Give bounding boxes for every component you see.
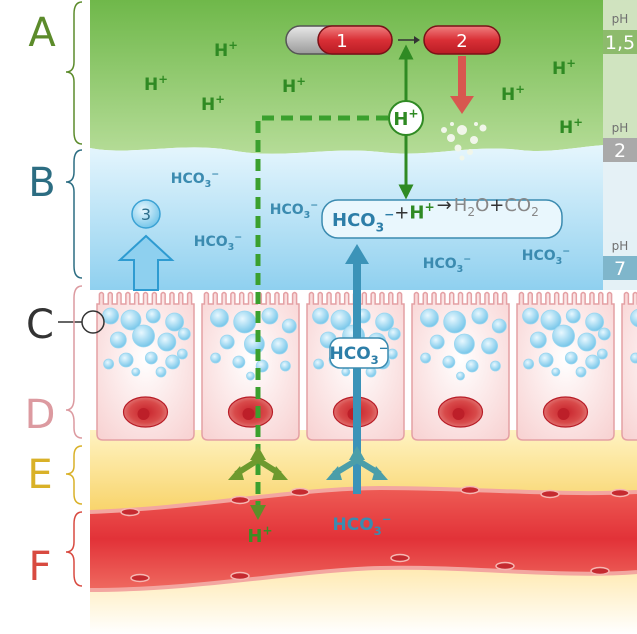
ph-label-2: pH bbox=[612, 121, 629, 135]
intracellular-hco3-label: HCO3− bbox=[330, 341, 389, 367]
epithelial-cell bbox=[201, 291, 300, 441]
epithelial-cell bbox=[96, 291, 195, 441]
ph-value-2: 2 bbox=[614, 140, 626, 162]
brace-e bbox=[65, 445, 83, 505]
hco3-ion: HCO3− bbox=[171, 169, 220, 190]
ph-scale: pH 1,5 pH 2 pH 7 bbox=[603, 0, 637, 290]
hco3-ion: HCO3− bbox=[194, 232, 243, 253]
layer-label-d: D bbox=[25, 392, 56, 438]
epithelial-cell bbox=[621, 291, 637, 441]
layer-label-b: B bbox=[28, 160, 55, 206]
reaction-plus-2: + bbox=[489, 195, 504, 216]
lumen-protons: H+ H+ H+ H+ H+ H+ H+ bbox=[144, 38, 583, 138]
bubble-3 bbox=[131, 199, 161, 229]
brace-f bbox=[65, 511, 83, 587]
hco3-ion: HCO3− bbox=[423, 254, 472, 275]
h-plus-ion: H+ bbox=[201, 92, 225, 115]
brace-b bbox=[65, 149, 83, 279]
proton-basolateral-arrows: H+ bbox=[228, 446, 288, 547]
h-plus-ion: H+ bbox=[552, 56, 576, 79]
ph-value-3: 7 bbox=[614, 258, 626, 280]
ph-value-1: 1,5 bbox=[605, 32, 635, 54]
reaction-h2o: H2O bbox=[454, 195, 489, 219]
reaction-co2: CO2 bbox=[504, 195, 539, 219]
layer-label-c: C bbox=[26, 302, 54, 348]
layer-label-a: A bbox=[28, 10, 56, 56]
reaction-arrow: → bbox=[437, 195, 452, 216]
brace-a bbox=[65, 1, 83, 145]
h-plus-bubble bbox=[388, 100, 424, 136]
reaction-hplus: H+ bbox=[409, 200, 434, 224]
layer-label-f: F bbox=[28, 544, 51, 590]
epithelial-cell bbox=[516, 291, 615, 441]
hco3-ion: HCO3− bbox=[522, 246, 571, 267]
ph-label-1: pH bbox=[612, 12, 629, 26]
bicarbonate-pathway: HCO3− HCO3− bbox=[326, 244, 391, 538]
blood-h-plus-label: H+ bbox=[247, 523, 272, 547]
hco3-ion: HCO3− bbox=[270, 200, 319, 221]
layer-labels: A B C D E F bbox=[25, 1, 105, 590]
reaction-plus-1: + bbox=[394, 202, 409, 223]
h-plus-ion: H+ bbox=[144, 72, 168, 95]
mucus-secretion: 3 bbox=[117, 199, 175, 291]
pepsin-down-arrow bbox=[450, 56, 474, 114]
brace-d bbox=[65, 285, 83, 439]
h-plus-ion: H+ bbox=[282, 74, 306, 97]
ph-label-3: pH bbox=[612, 239, 629, 253]
svg-text:HCO3−+H+→H2O+CO2: HCO3−+H+→H2O+CO2 bbox=[332, 195, 539, 235]
h-plus-ion: H+ bbox=[214, 38, 238, 61]
epithelial-cell bbox=[411, 291, 510, 441]
bubble-3-label: 3 bbox=[141, 205, 151, 224]
callout-c-circle bbox=[81, 310, 105, 334]
layer-label-e: E bbox=[27, 452, 52, 498]
pepsinogen-pill: 1 bbox=[285, 25, 393, 55]
mucus-bicarbonate: HCO3− HCO3− HCO3− HCO3− HCO3− bbox=[171, 169, 571, 275]
h-plus-bubble-label: H+ bbox=[393, 106, 418, 130]
pepsin-pill: 2 bbox=[423, 25, 501, 55]
h-plus-ion: H+ bbox=[501, 82, 525, 105]
digestion-fragments-icon bbox=[441, 122, 487, 161]
h-plus-ion: H+ bbox=[559, 115, 583, 138]
blood-hco3-label: HCO3− bbox=[333, 512, 392, 538]
pill-label-2: 2 bbox=[456, 31, 467, 52]
proton-pathway: H+ bbox=[255, 44, 424, 505]
pill-label-1: 1 bbox=[336, 31, 347, 52]
neutralization-reaction: HCO3−+H+→H2O+CO2 bbox=[321, 195, 563, 239]
blood-vessel bbox=[89, 485, 637, 592]
reaction-hco3: HCO3− bbox=[332, 207, 394, 234]
